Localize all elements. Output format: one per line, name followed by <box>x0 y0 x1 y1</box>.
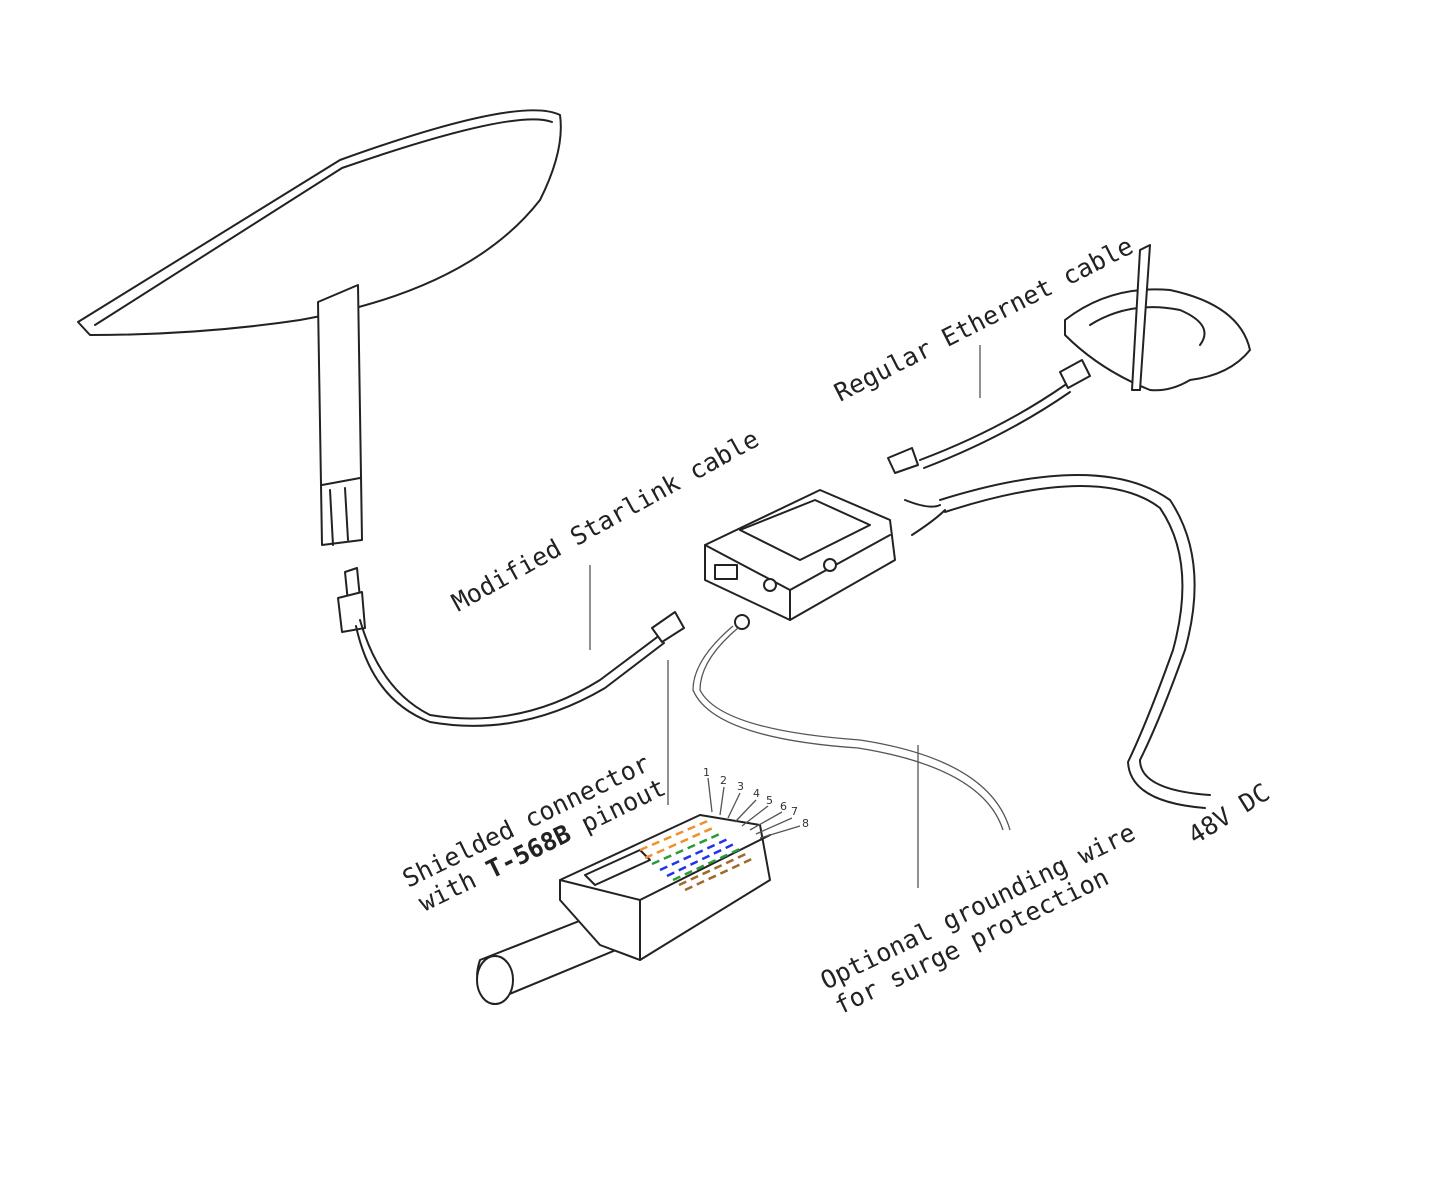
label-starlink-cable: Modified Starlink cable <box>447 424 764 617</box>
label-grounding-line1: Optional grounding wire <box>816 818 1140 996</box>
router <box>1064 244 1251 392</box>
pin-label: 5 <box>766 794 773 807</box>
pin-label: 3 <box>737 780 744 793</box>
dc-power-cable <box>904 474 1211 809</box>
starlink-cable <box>337 567 685 727</box>
pin-label: 4 <box>753 787 760 800</box>
ethernet-cable <box>887 359 1091 474</box>
pin-label: 2 <box>720 774 727 787</box>
grounding-wire <box>692 614 1011 831</box>
pin-label: 7 <box>791 805 798 818</box>
rj45-connector <box>476 777 801 1005</box>
power-injector-box <box>704 489 896 621</box>
starlink-dish <box>77 109 562 546</box>
pin-numbers: 1 2 3 4 5 6 7 8 <box>703 766 809 830</box>
label-48v-dc: 48V DC <box>1183 778 1275 850</box>
pin-label: 6 <box>780 800 787 813</box>
pin-label: 1 <box>703 766 710 779</box>
pin-label: 8 <box>802 817 809 830</box>
